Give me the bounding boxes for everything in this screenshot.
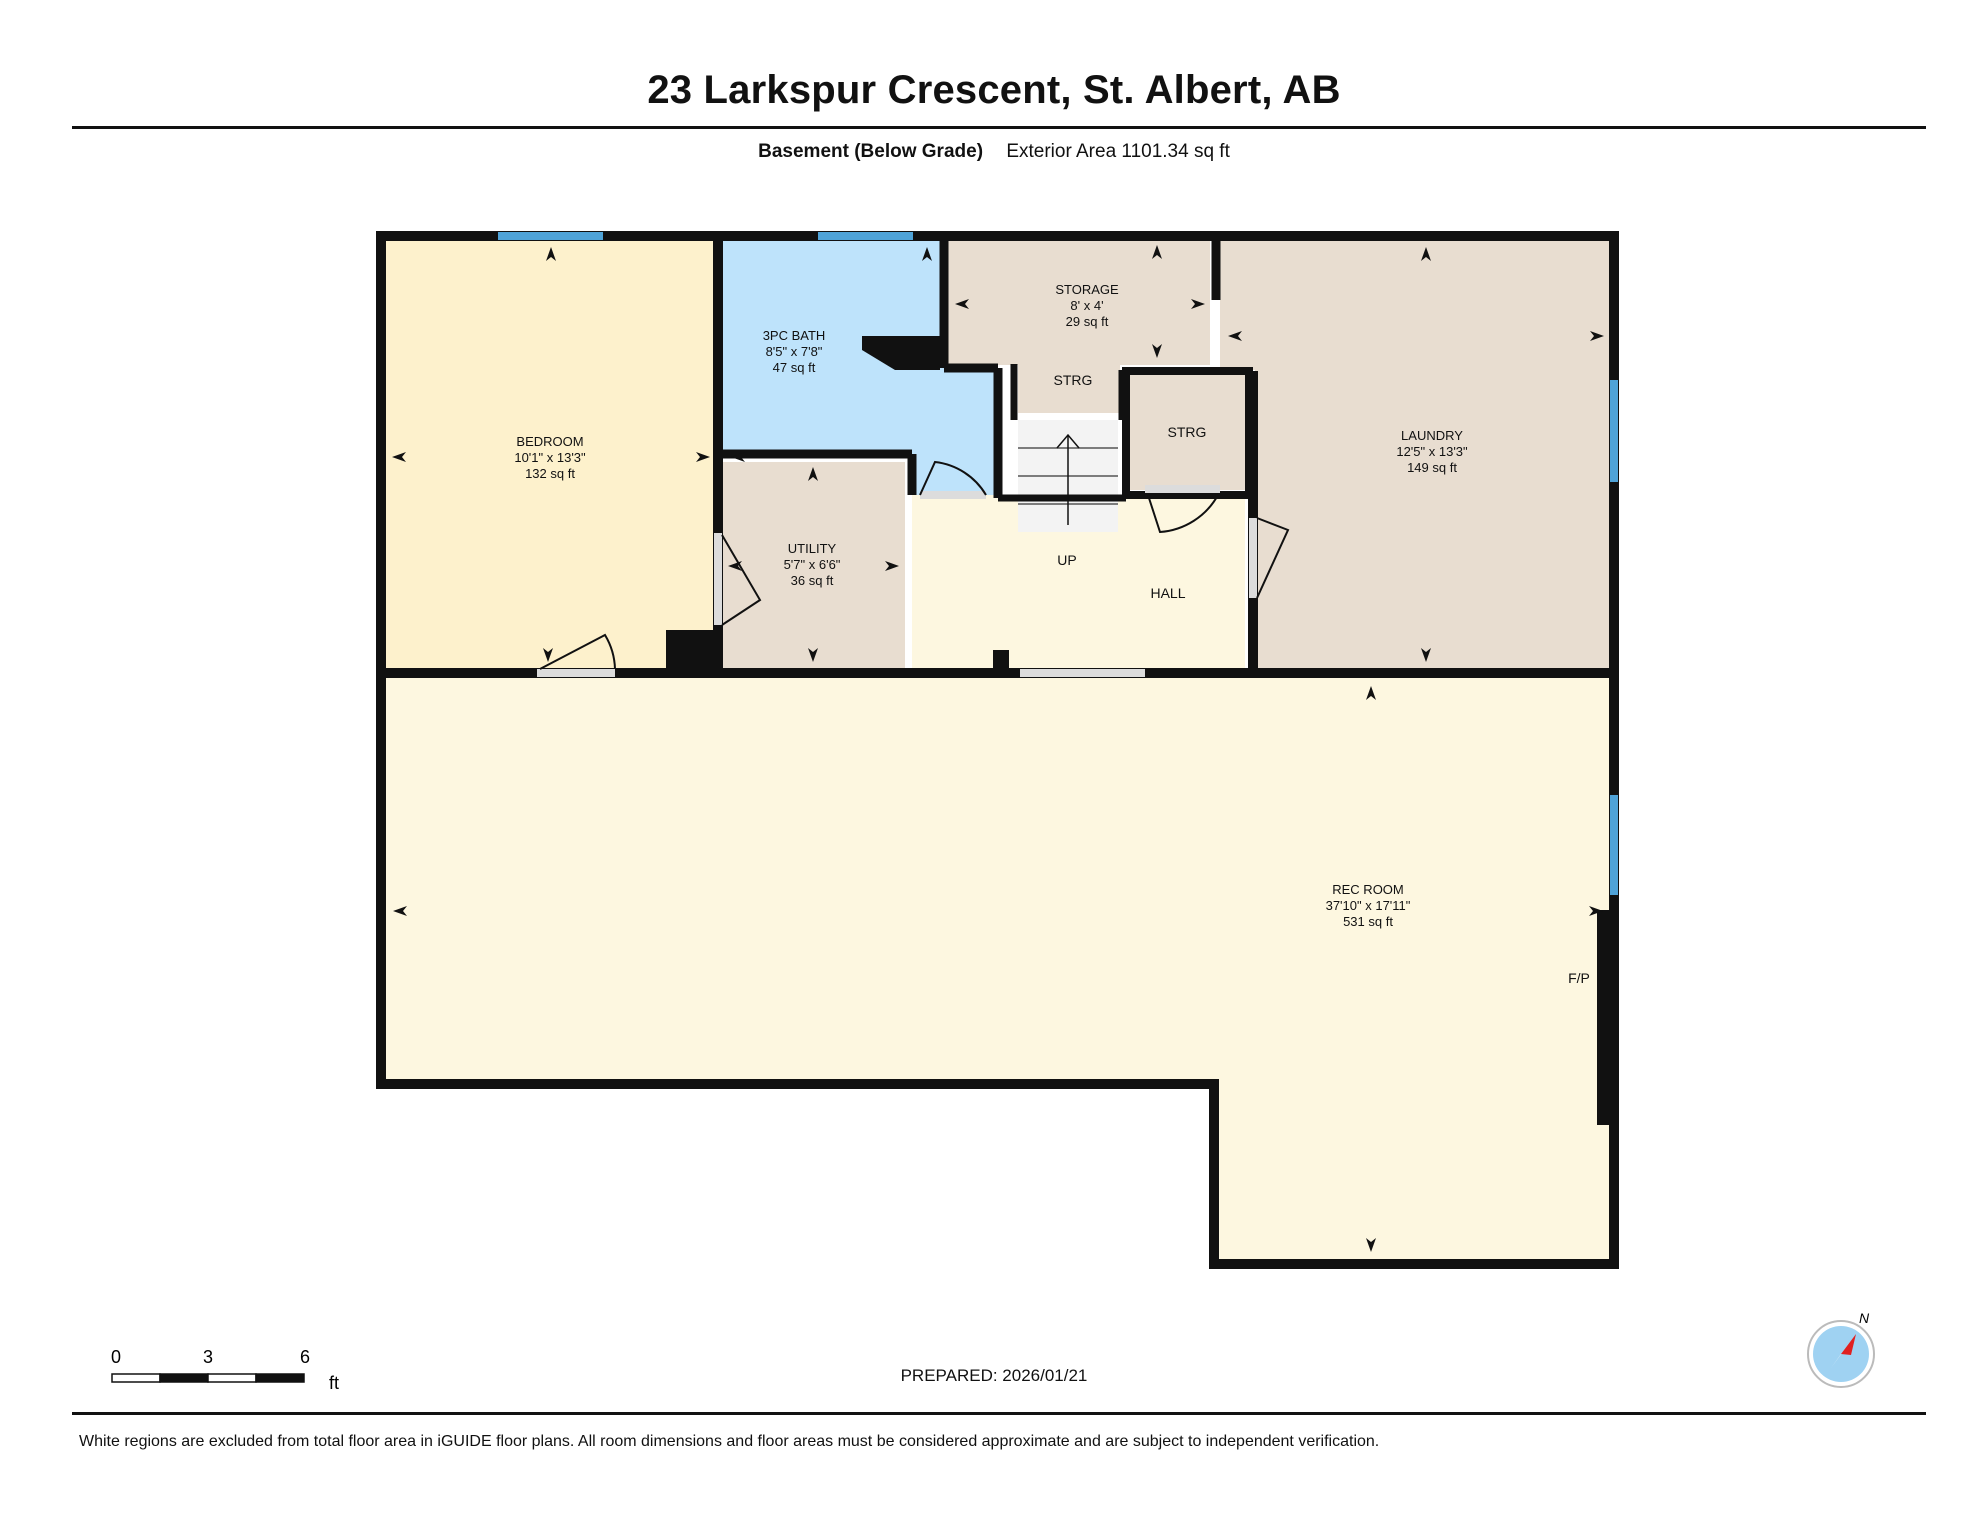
exterior-area: Exterior Area 1101.34 sq ft bbox=[1006, 141, 1230, 162]
bath-vanity bbox=[862, 336, 940, 370]
dimension-arrows bbox=[392, 245, 1604, 1252]
bath-dims: 8'5" x 7'8" bbox=[766, 344, 823, 359]
fireplace bbox=[1597, 910, 1610, 1125]
title-divider bbox=[72, 126, 1926, 129]
stairs-up-label: UP bbox=[1057, 552, 1076, 568]
scale-tick-3: 3 bbox=[203, 1347, 213, 1367]
door-openings bbox=[537, 485, 1257, 677]
compass-icon: N bbox=[1807, 1310, 1875, 1388]
utility-fill bbox=[722, 462, 905, 670]
door-swings bbox=[539, 460, 1290, 670]
bath-area: 47 sq ft bbox=[773, 360, 816, 375]
rec-room-dims: 37'10" x 17'11" bbox=[1326, 898, 1411, 913]
rec-room-name: REC ROOM bbox=[1332, 882, 1404, 897]
rec-room-area: 531 sq ft bbox=[1343, 914, 1393, 929]
wall-block-2 bbox=[993, 650, 1009, 673]
prepared-date: PREPARED: 2026/01/21 bbox=[900, 1366, 1088, 1385]
page-title: 23 Larkspur Crescent, St. Albert, AB bbox=[647, 68, 1341, 112]
strg2-label: STRG bbox=[1168, 424, 1207, 440]
bath-fill bbox=[722, 240, 995, 495]
storage-dims: 8' x 4' bbox=[1070, 298, 1103, 313]
laundry-name: LAUNDRY bbox=[1401, 428, 1463, 443]
utility-dims: 5'7" x 6'6" bbox=[784, 557, 841, 572]
stair-up-arrow bbox=[1056, 433, 1080, 525]
scale-bar: 0 3 6 ft bbox=[111, 1347, 339, 1393]
laundry-area: 149 sq ft bbox=[1407, 460, 1457, 475]
floor-subtitle: Basement (Below Grade) Exterior Area 110… bbox=[0, 141, 1988, 163]
rec-room-fill bbox=[385, 677, 1610, 1260]
bath-name: 3PC BATH bbox=[763, 328, 826, 343]
floor-level: Basement (Below Grade) bbox=[758, 141, 984, 162]
utility-area: 36 sq ft bbox=[791, 573, 834, 588]
hall-label: HALL bbox=[1150, 585, 1185, 601]
floor-plan: BEDROOM 10'1" x 13'3" 132 sq ft 3PC BATH… bbox=[376, 231, 1619, 1269]
storage-name: STORAGE bbox=[1055, 282, 1119, 297]
wall-block-1 bbox=[666, 630, 718, 672]
laundry-fill bbox=[1220, 240, 1610, 670]
strg2-fill bbox=[1130, 375, 1245, 490]
scale-tick-0: 0 bbox=[111, 1347, 121, 1367]
bedroom-name: BEDROOM bbox=[516, 434, 583, 449]
disclaimer-text: White regions are excluded from total fl… bbox=[79, 1433, 1380, 1450]
scale-unit: ft bbox=[329, 1373, 339, 1393]
strg1-label: STRG bbox=[1054, 372, 1093, 388]
utility-name: UTILITY bbox=[788, 541, 837, 556]
strg1-fill bbox=[1018, 365, 1120, 413]
storage-fill bbox=[948, 240, 1210, 365]
bedroom-area: 132 sq ft bbox=[525, 466, 575, 481]
footer-divider bbox=[72, 1412, 1926, 1415]
bedroom-fill bbox=[385, 240, 715, 670]
laundry-dims: 12'5" x 13'3" bbox=[1396, 444, 1468, 459]
bedroom-dims: 10'1" x 13'3" bbox=[514, 450, 586, 465]
windows bbox=[498, 232, 1618, 895]
fireplace-label: F/P bbox=[1568, 970, 1590, 986]
compass-north-label: N bbox=[1859, 1310, 1870, 1326]
scale-tick-6: 6 bbox=[300, 1347, 310, 1367]
storage-area: 29 sq ft bbox=[1066, 314, 1109, 329]
